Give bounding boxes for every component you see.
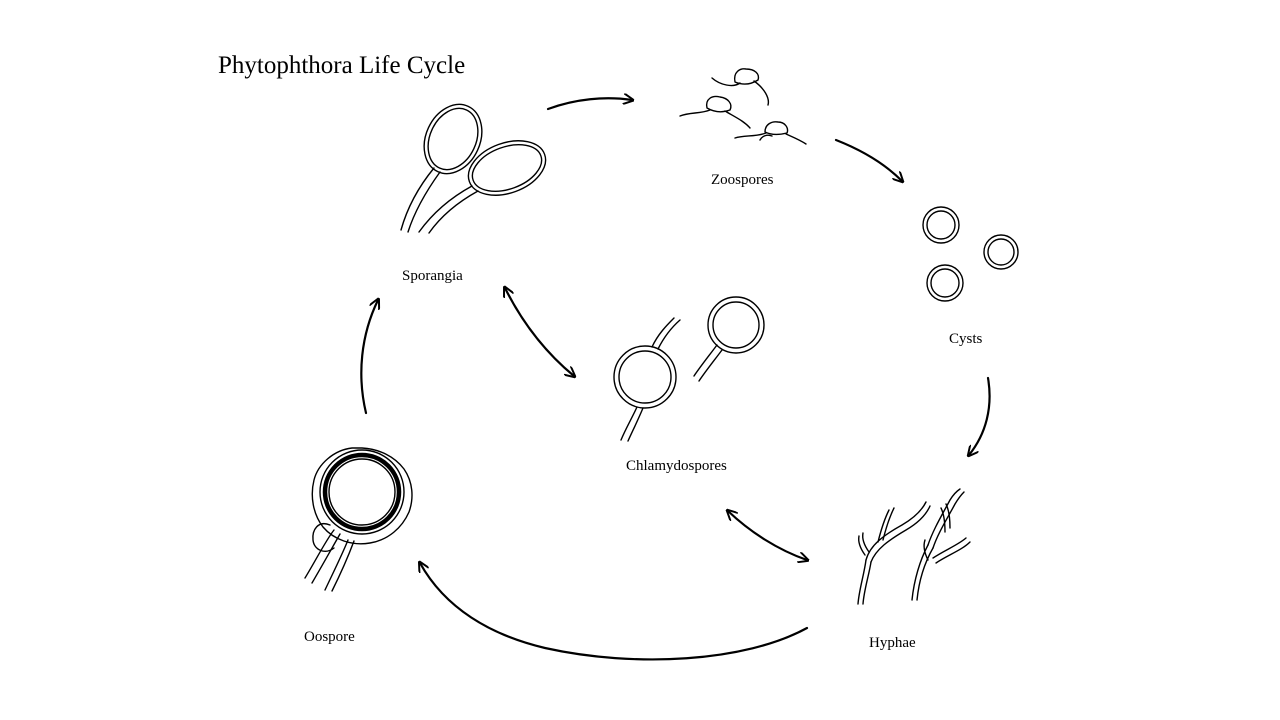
chlamydospores-illustration: [613, 296, 765, 442]
oospore-illustration: [304, 447, 413, 592]
arrow-sporangia-chlamydospores: [505, 288, 574, 376]
arrow-zoospores-to-cysts: [834, 138, 902, 181]
zoospores-illustration: [679, 68, 807, 145]
stage-label-chlamydospores: Chlamydospores: [626, 458, 727, 474]
arrow-cysts-to-hyphae: [969, 376, 991, 455]
arrow-chlamydospores-hyphae: [728, 511, 807, 560]
stage-label-cysts: Cysts: [949, 331, 983, 347]
sporangia-illustration: [400, 103, 547, 234]
arrow-hyphae-to-oospore: [420, 563, 809, 661]
arrow-sporangia-to-zoospores: [546, 98, 632, 111]
diagram-title: Phytophthora Life Cycle: [218, 52, 465, 79]
hyphae-illustration: [857, 488, 971, 605]
cysts-illustration: [922, 206, 1019, 302]
stage-label-sporangia: Sporangia: [402, 268, 463, 284]
arrow-oospore-to-sporangia: [360, 300, 378, 415]
stage-label-oospore: Oospore: [304, 629, 355, 645]
stage-label-zoospores: Zoospores: [711, 172, 774, 188]
stage-label-hyphae: Hyphae: [869, 635, 916, 651]
